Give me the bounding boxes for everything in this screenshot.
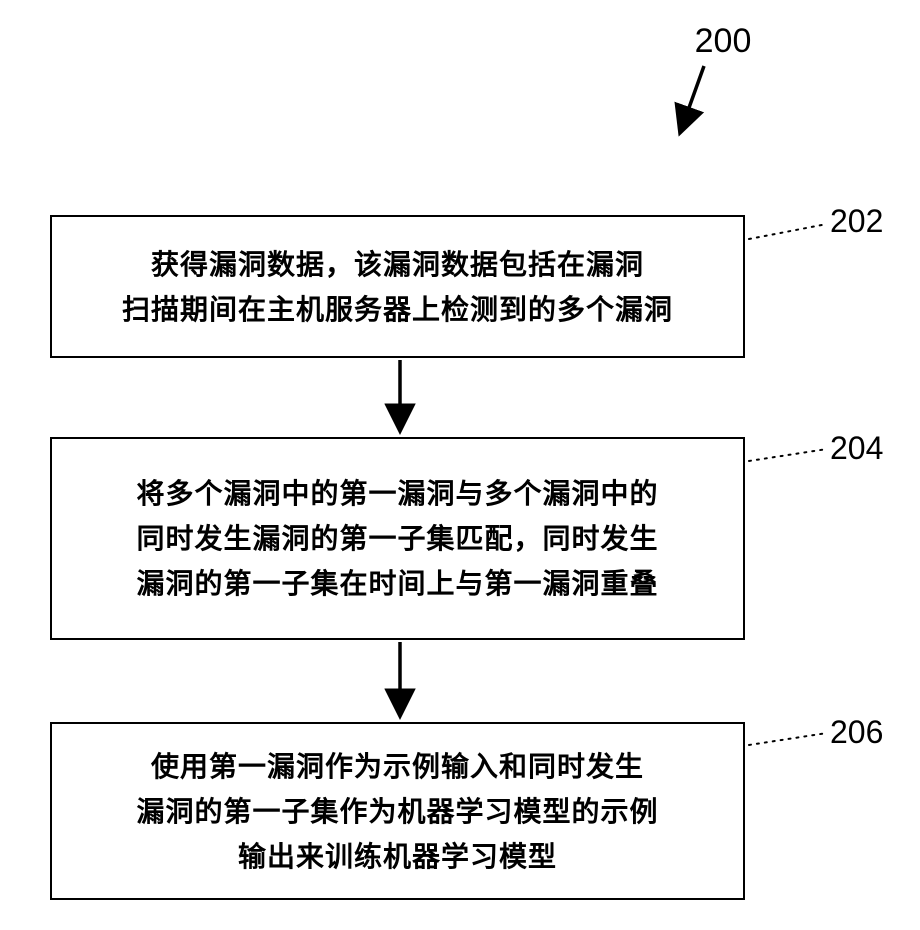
figure-ref-arrow [674,65,706,137]
step-text-206: 使用第一漏洞作为示例输入和同时发生 漏洞的第一子集作为机器学习模型的示例 输出来… [136,749,659,873]
step-box-202: 获得漏洞数据，该漏洞数据包括在漏洞 扫描期间在主机服务器上检测到的多个漏洞 [50,215,745,358]
step-box-206: 使用第一漏洞作为示例输入和同时发生 漏洞的第一子集作为机器学习模型的示例 输出来… [50,722,745,900]
ref-label-204: 204 [830,430,884,466]
leader-line-206 [748,732,828,746]
leader-line-204 [748,448,828,462]
step-text-204: 将多个漏洞中的第一漏洞与多个漏洞中的 同时发生漏洞的第一子集匹配，同时发生 漏洞… [136,477,659,600]
step-text-202: 获得漏洞数据，该漏洞数据包括在漏洞 扫描期间在主机服务器上检测到的多个漏洞 [121,247,673,326]
leader-line-202 [748,223,828,240]
figure-number-label: 200 [694,22,752,60]
ref-label-202: 202 [830,203,884,239]
ref-label-206: 206 [830,714,884,750]
step-box-204: 将多个漏洞中的第一漏洞与多个漏洞中的 同时发生漏洞的第一子集匹配，同时发生 漏洞… [50,437,745,640]
